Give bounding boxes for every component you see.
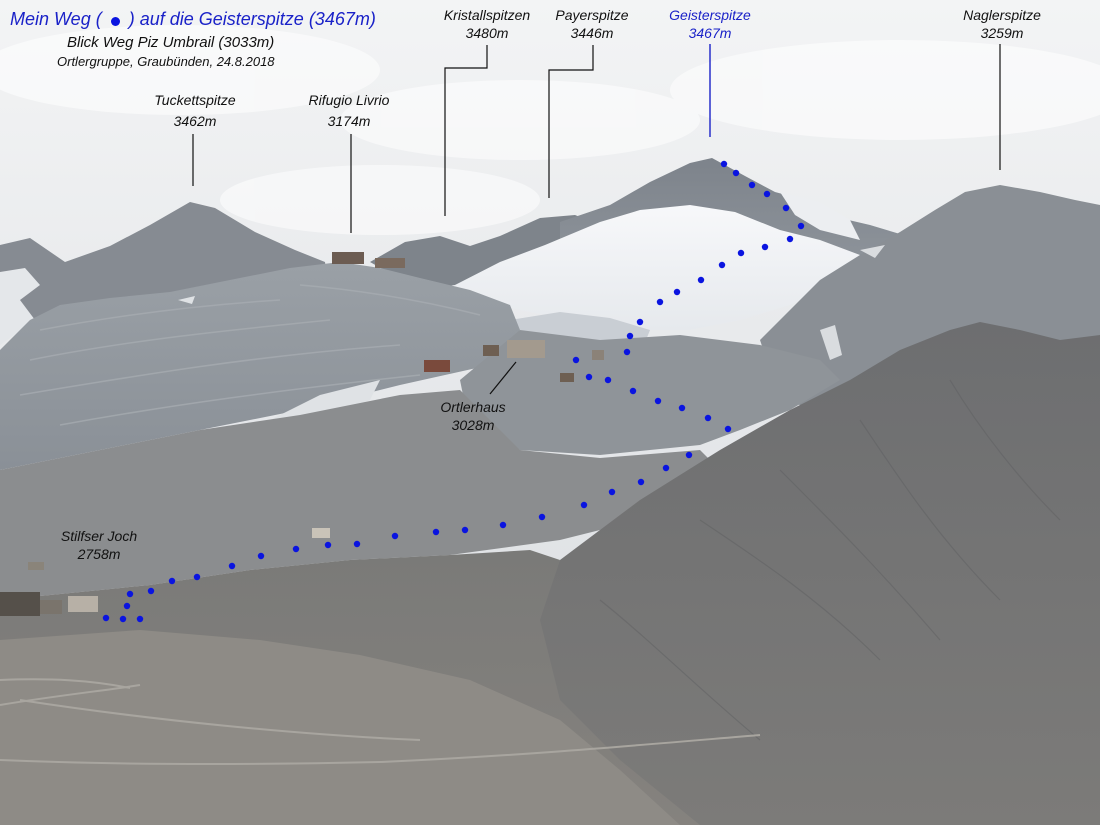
route-dot [678, 404, 686, 412]
route-dot-legend-icon [110, 17, 120, 26]
mid-band [0, 390, 720, 600]
leader-line-ortlerhaus [489, 361, 517, 395]
route-dot [136, 615, 144, 623]
route-dot [353, 540, 361, 548]
route-dot [724, 425, 732, 433]
peak-elevation: 3174m [327, 113, 371, 129]
route-dot [654, 397, 662, 405]
route-dot [461, 526, 469, 534]
route-dot [572, 356, 580, 364]
route-dot [292, 545, 300, 553]
route-dot [228, 562, 236, 570]
peak-name: Geisterspitze [669, 7, 751, 23]
route-dot [123, 602, 131, 610]
route-dot [119, 615, 127, 623]
title-suffix: ) auf die Geisterspitze (3467m) [128, 9, 376, 29]
scree-texture [599, 379, 1061, 741]
peak-name: Stilfser Joch [60, 528, 138, 544]
peak-name: Naglerspitze [963, 7, 1041, 23]
leader-line-payerspitze [548, 45, 594, 198]
photo-caption: Ortlergruppe, Graubünden, 24.8.2018 [57, 54, 275, 69]
route-dot [629, 387, 637, 395]
peak-elevation: 3028m [451, 417, 495, 433]
route-dot [656, 298, 664, 306]
peak-name: Kristallspitzen [443, 7, 531, 23]
route-dot [786, 235, 794, 243]
photo-subtitle: Blick Weg Piz Umbrail (3033m) [67, 34, 275, 51]
peak-label-ortlerhaus: Ortlerhaus 3028m [440, 398, 505, 434]
peak-elevation: 2758m [77, 546, 121, 562]
route-dot [763, 190, 771, 198]
route-dot [499, 521, 507, 529]
route-dot [732, 169, 740, 177]
route-dot [761, 243, 769, 251]
route-dot [685, 451, 693, 459]
route-dot [720, 160, 728, 168]
route-dot [704, 414, 712, 422]
route-dot [257, 552, 265, 560]
route-dot [697, 276, 705, 284]
clouds [0, 25, 1100, 235]
peak-label-payerspitze: Payerspitze 3446m [555, 6, 628, 42]
peak-label-geisterspitze: Geisterspitze 3467m [669, 6, 751, 42]
route-dot [168, 577, 176, 585]
route-dot [538, 513, 546, 521]
route-dot [797, 222, 805, 230]
title-prefix: Mein Weg ( [10, 9, 102, 29]
route-dot [604, 376, 612, 384]
route-dots [102, 160, 805, 623]
route-dot [432, 528, 440, 536]
peak-label-tuckettspitze: Tuckettspitze 3462m [154, 91, 235, 130]
peak-label-stilfser-joch: Stilfser Joch 2758m [61, 527, 137, 563]
peak-elevation: 3259m [980, 25, 1024, 41]
peak-label-naglerspitze: Naglerspitze 3259m [963, 6, 1041, 42]
route-dot [662, 464, 670, 472]
peak-label-kristallspitzen: Kristallspitzen 3480m [444, 6, 530, 42]
peak-elevation: 3446m [570, 25, 614, 41]
route-dot [637, 478, 645, 486]
ortlerhaus-buildings [424, 340, 604, 382]
route-dot [737, 249, 745, 257]
glacier [455, 205, 860, 330]
center-slope [460, 330, 840, 455]
stilfser-joch-village [0, 528, 330, 616]
rock-strata [19, 284, 481, 426]
route-dot [102, 614, 110, 622]
route-dot [193, 573, 201, 581]
peak-elevation: 3480m [465, 25, 509, 41]
tuckettspitze-hill [0, 262, 520, 470]
route-dot [585, 373, 593, 381]
route-dot [673, 288, 681, 296]
route-dot [608, 488, 616, 496]
peak-elevation: 3467m [688, 25, 732, 41]
route-dot [748, 181, 756, 189]
foreground-mountain-right [520, 322, 1100, 825]
route-dot [782, 204, 790, 212]
peak-name: Rifugio Livrio [308, 92, 390, 108]
leader-line-kristallspitzen [444, 45, 488, 216]
peak-name: Payerspitze [555, 7, 629, 23]
rifugio-livrio-buildings [332, 252, 405, 268]
peak-name: Tuckettspitze [154, 92, 236, 108]
summit-snow [780, 192, 860, 240]
route-dot [147, 587, 155, 595]
foreground-slope-left [0, 630, 680, 825]
route-dot [623, 348, 631, 356]
route-dot [626, 332, 634, 340]
roads [0, 678, 761, 766]
peak-name: Ortlerhaus [440, 399, 506, 415]
route-dot [636, 318, 644, 326]
route-dot [580, 501, 588, 509]
snow-far-left [0, 268, 40, 345]
peak-label-rifugio-livrio: Rifugio Livrio 3174m [309, 91, 390, 130]
leader-lines [192, 44, 1001, 395]
route-dot [324, 541, 332, 549]
route-dot [718, 261, 726, 269]
route-dot [391, 532, 399, 540]
route-dot [126, 590, 134, 598]
peak-elevation: 3462m [173, 113, 217, 129]
photo-title: Mein Weg ( ) auf die Geisterspitze (3467… [10, 8, 376, 30]
